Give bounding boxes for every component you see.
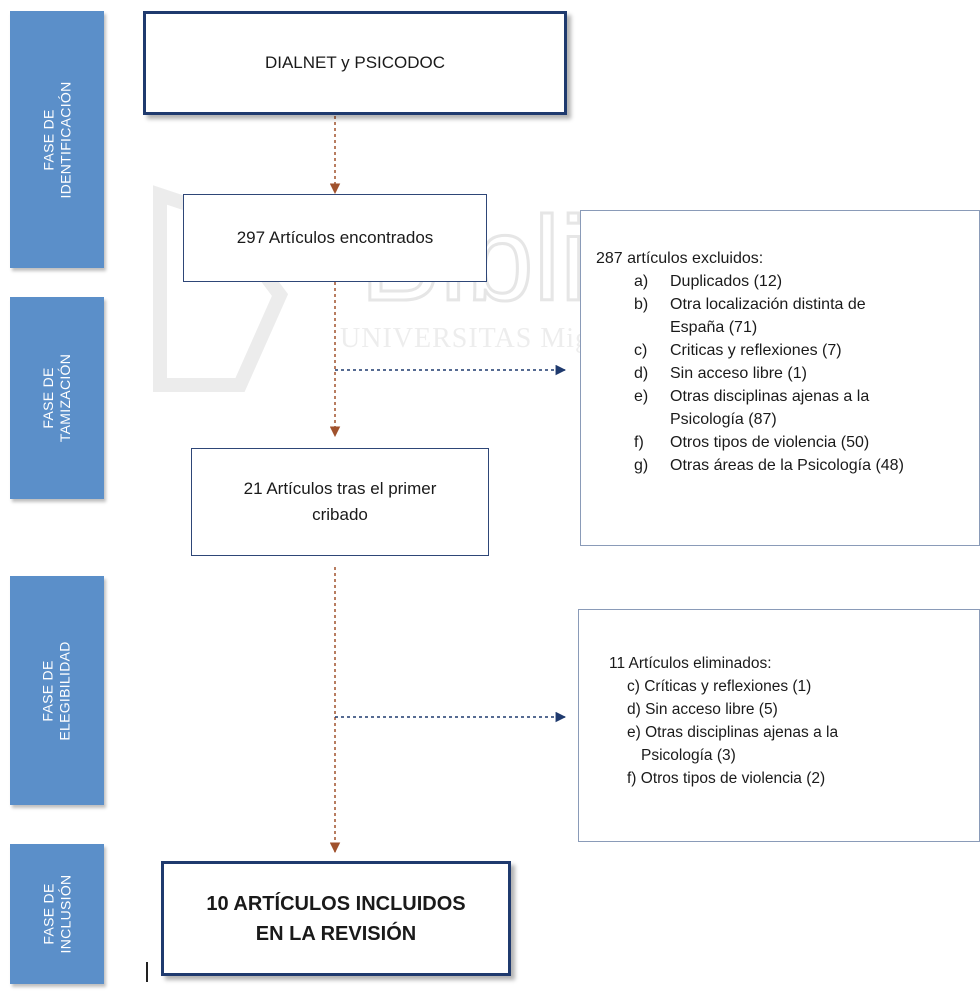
excluded-item-letter: e) (634, 388, 649, 405)
excluded-item: a) Duplicados (12) (634, 270, 979, 293)
phase-elegibilidad: FASE DE ELEGIBILIDAD (10, 576, 104, 805)
phase-tamizacion: FASE DE TAMIZACIÓN (10, 297, 104, 499)
excluded-list: a) Duplicados (12) b) Otra localización … (596, 270, 979, 477)
excluded-item: g) Otras áreas de la Psicología (48) (634, 454, 979, 477)
included-text-line1: 10 ARTÍCULOS INCLUIDOS (206, 892, 466, 915)
included-box: 10 ARTÍCULOS INCLUIDOS EN LA REVISIÓN (161, 861, 511, 976)
excluded-item-letter: c) (634, 342, 648, 359)
excluded-item-text: Otros tipos de violencia (50) (670, 434, 870, 451)
excluded-item: f) Otros tipos de violencia (50) (634, 431, 979, 454)
excluded-item: d) Sin acceso libre (1) (634, 362, 979, 385)
screened-text-line1: 21 Artículos tras el primer (243, 479, 437, 498)
excluded-item: c) Criticas y reflexiones (7) (634, 339, 979, 362)
eliminated-box: 11 Artículos eliminados: c) Críticas y r… (578, 609, 980, 842)
phase-identificacion: FASE DE IDENTIFICACIÓN (10, 11, 104, 268)
eliminated-list: c) Críticas y reflexiones (1) d) Sin acc… (609, 675, 979, 790)
excluded-item-text: Otras áreas de la Psicología (48) (670, 457, 904, 474)
excluded-item-letter: g) (634, 457, 649, 474)
excluded-item-text: Duplicados (12) (670, 273, 783, 290)
excluded-item-text: Sin acceso libre (1) (670, 365, 807, 382)
eliminated-item-continuation: Psicología (3) (641, 747, 736, 764)
excluded-item-letter: a) (634, 273, 649, 290)
excluded-item-text: Otras disciplinas ajenas a la (670, 388, 870, 405)
excluded-item-letter: d) (634, 365, 649, 382)
excluded-item-letter: f) (634, 434, 644, 451)
eliminated-title: 11 Artículos eliminados: (609, 655, 772, 672)
screened-box: 21 Artículos tras el primer cribado (191, 448, 489, 556)
eliminated-item: f) Otros tipos de violencia (2) (627, 770, 826, 787)
included-text-line2: EN LA REVISIÓN (255, 922, 417, 945)
eliminated-item: e) Otras disciplinas ajenas a la (627, 724, 839, 741)
found-text: 297 Artículos encontrados (236, 228, 434, 247)
excluded-item-letter: b) (634, 296, 649, 313)
sources-box: DIALNET y PSICODOC (143, 11, 567, 115)
excluded-item: e) Otras disciplinas ajenas a la (634, 385, 979, 408)
eliminated-item: c) Críticas y reflexiones (1) (627, 678, 812, 695)
excluded-item-continuation: España (71) (670, 319, 758, 336)
excluded-item-text: Criticas y reflexiones (7) (670, 342, 842, 359)
sources-text: DIALNET y PSICODOC (264, 53, 446, 72)
phase-inclusion: FASE DE INCLUSIÓN (10, 844, 104, 984)
excluded-item: b) Otra localización distinta de (634, 293, 979, 316)
eliminated-item: d) Sin acceso libre (5) (627, 701, 778, 718)
excluded-title: 287 artículos excluidos: (596, 250, 764, 267)
screened-text-line2: cribado (312, 505, 368, 524)
text-cursor (146, 962, 148, 982)
found-box: 297 Artículos encontrados (183, 194, 487, 282)
excluded-item-text: Otra localización distinta de (670, 296, 866, 313)
excluded-box: 287 artículos excluidos: a) Duplicados (… (580, 210, 980, 546)
excluded-item-continuation: Psicología (87) (670, 411, 777, 428)
